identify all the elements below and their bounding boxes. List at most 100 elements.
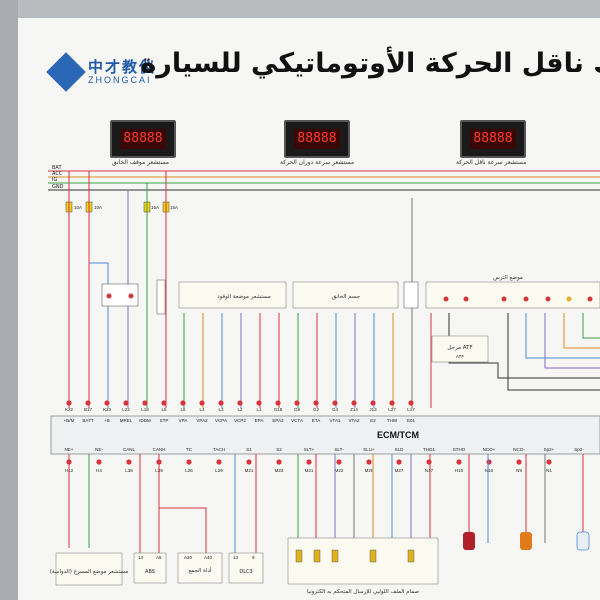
pin-name: VTA2 [349, 418, 360, 423]
test-jack[interactable] [370, 400, 376, 406]
test-jack[interactable] [66, 400, 72, 406]
fuse-label: 10A [94, 205, 102, 210]
meter-engine-speed: 88888 [284, 120, 350, 158]
test-jack[interactable] [126, 459, 132, 465]
ecm-tcm-module [50, 415, 600, 455]
speed-sensor-icon [463, 532, 475, 550]
test-jack[interactable] [523, 296, 529, 302]
meter-display: 88888 [120, 129, 166, 149]
meter-label: مستشعر سرعة ناقل الحركة [456, 159, 527, 166]
brand-logo: 中才教仪 ZHONGCAI [46, 52, 192, 92]
test-jack[interactable] [366, 459, 372, 465]
pin-id: G18 [274, 407, 283, 412]
test-jack[interactable] [426, 459, 432, 465]
fuse-label: 15A [151, 205, 159, 210]
pin-id: M29 [365, 468, 374, 473]
test-jack[interactable] [463, 296, 469, 302]
test-jack[interactable] [218, 400, 224, 406]
test-jack[interactable] [306, 459, 312, 465]
pin-name: MREL [120, 418, 133, 423]
pin-name: IDDM [139, 418, 151, 423]
speed-sensor-icon [520, 532, 532, 550]
meter-throttle: 88888 [110, 120, 176, 158]
pin-id: L4 [199, 407, 205, 412]
meter-label: مستشعر موقف الخانق [112, 159, 170, 166]
training-board: 中才教仪 ZHONGCAI ك ناقل الحركة الأوتوماتيكي… [18, 18, 600, 600]
test-jack[interactable] [123, 400, 129, 406]
solenoid-icon [407, 549, 415, 563]
pin-name: VTA1 [330, 418, 341, 423]
test-jack[interactable] [142, 400, 148, 406]
pin-name: NE- [95, 447, 103, 452]
test-jack[interactable] [501, 296, 507, 302]
test-jack[interactable] [128, 293, 134, 299]
pin-name: NE+ [65, 447, 74, 452]
test-jack[interactable] [587, 296, 593, 302]
pin-id: L17 [407, 407, 415, 412]
test-jack[interactable] [161, 400, 167, 406]
pin-id: L27 [388, 407, 396, 412]
test-jack[interactable] [313, 400, 319, 406]
test-jack[interactable] [199, 400, 205, 406]
test-jack[interactable] [545, 296, 551, 302]
meter-pin: A20 [184, 555, 193, 560]
test-jack[interactable] [246, 459, 252, 465]
pin-name: VPA2 [196, 418, 208, 423]
pin-id: L3 [218, 407, 224, 412]
wire [544, 313, 600, 369]
test-jack[interactable] [186, 459, 192, 465]
test-jack[interactable] [85, 400, 91, 406]
pin-name: THO1 [423, 447, 435, 452]
test-jack[interactable] [351, 400, 357, 406]
test-jack[interactable] [486, 459, 492, 465]
pin-id: B17 [84, 407, 93, 412]
test-jack[interactable] [104, 400, 110, 406]
test-jack[interactable] [275, 400, 281, 406]
pin-id: L26 [185, 468, 193, 473]
pin-id: N10 [485, 468, 494, 473]
pin-id: M21 [245, 468, 254, 473]
wire [525, 313, 600, 359]
pin-name: S1 [246, 447, 252, 452]
test-jack[interactable] [408, 400, 414, 406]
test-jack[interactable] [276, 459, 282, 465]
test-jack[interactable] [106, 293, 112, 299]
solenoid-icon [369, 549, 377, 563]
pedal-sensor-box [55, 552, 123, 586]
test-jack[interactable] [566, 296, 572, 302]
pin-name: THW [387, 418, 398, 423]
pin-name: VCTA [291, 418, 303, 423]
test-jack[interactable] [237, 400, 243, 406]
atf-relay-box [431, 335, 489, 363]
pin-id: L1 [256, 407, 262, 412]
solenoid-icon [295, 549, 303, 563]
test-jack[interactable] [443, 296, 449, 302]
test-jack[interactable] [516, 459, 522, 465]
wire [563, 313, 600, 349]
test-jack[interactable] [96, 459, 102, 465]
test-jack[interactable] [294, 400, 300, 406]
test-jack[interactable] [256, 400, 262, 406]
test-jack[interactable] [336, 459, 342, 465]
meter-pin: A40 [204, 555, 213, 560]
test-jack[interactable] [396, 459, 402, 465]
pin-id: N17 [425, 468, 434, 473]
test-jack[interactable] [546, 459, 552, 465]
test-jack[interactable] [456, 459, 462, 465]
dlc-pin: 13 [233, 555, 239, 560]
throttle-body-box [292, 281, 399, 309]
test-jack[interactable] [180, 400, 186, 406]
panel-top-frame [0, 0, 600, 18]
wire [507, 313, 600, 391]
test-jack[interactable] [332, 400, 338, 406]
pin-name: CANH [153, 447, 166, 452]
throttle-position-box [178, 281, 287, 309]
test-jack[interactable] [389, 400, 395, 406]
pin-id: J13 [369, 407, 377, 412]
combination-meter-label: أداة الجمع [189, 566, 212, 574]
test-jack[interactable] [216, 459, 222, 465]
pin-id: H10 [455, 468, 464, 473]
pin-id: M27 [395, 468, 404, 473]
switch-box [156, 279, 166, 315]
